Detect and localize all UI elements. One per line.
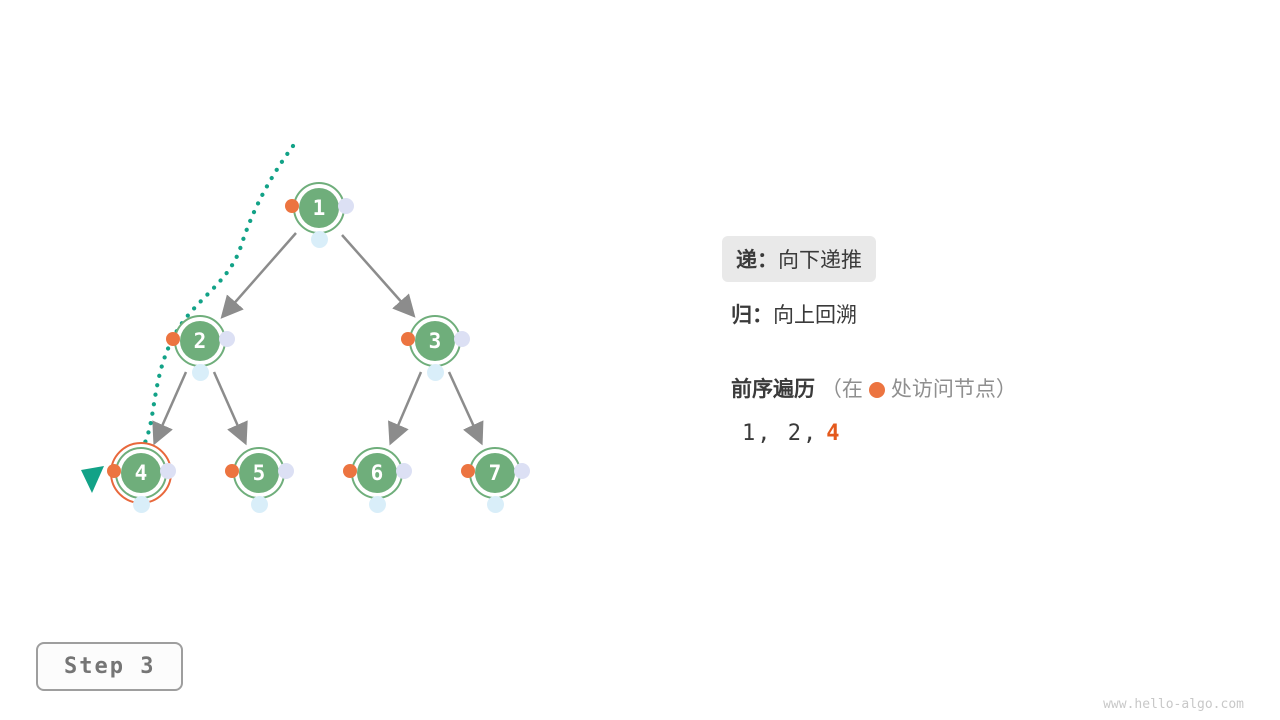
- tree-node-3: 3: [401, 315, 470, 381]
- bottom-dot-icon: [251, 496, 268, 513]
- backtrack-text: 向上回溯: [773, 304, 857, 327]
- tree-node-value: 4: [121, 453, 161, 493]
- visit-dot-icon: [225, 464, 239, 478]
- tree-edge: [341, 234, 416, 318]
- tree-edge: [152, 371, 188, 446]
- tree-edge: [220, 232, 297, 319]
- recurse-text: 向下递推: [778, 249, 862, 272]
- backtrack-label: 归：: [731, 304, 773, 327]
- sequence-current: 4: [826, 421, 842, 446]
- visit-dot-icon: [461, 464, 475, 478]
- watermark: www.hello-algo.com: [1103, 697, 1244, 712]
- tree-node-value: 5: [239, 453, 279, 493]
- traversal-note-close: 处访问节点）: [890, 378, 1017, 401]
- right-dot-icon: [219, 331, 235, 347]
- tree-edge: [388, 371, 423, 446]
- bottom-dot-icon: [311, 231, 328, 248]
- bottom-dot-icon: [427, 364, 444, 381]
- backtrack-row: 归：向上回溯: [722, 299, 1017, 329]
- right-dot-icon: [514, 463, 530, 479]
- bottom-dot-icon: [487, 496, 504, 513]
- recurse-label: 递：: [736, 249, 778, 272]
- sequence-row: 1, 2, 4: [722, 421, 1017, 446]
- traversal-note-open: （在: [820, 378, 863, 401]
- tree-node-5: 5: [225, 447, 294, 513]
- right-dot-icon: [160, 463, 176, 479]
- right-dot-icon: [396, 463, 412, 479]
- tree-node-value: 6: [357, 453, 397, 493]
- tree-node-value: 2: [180, 321, 220, 361]
- tree-node-1: 1: [285, 182, 354, 248]
- legend-panel: 递：向下递推 归：向上回溯 前序遍历 （在 处访问节点） 1, 2, 4: [722, 236, 1017, 446]
- tree-edge: [447, 371, 484, 446]
- visit-dot-icon: [401, 332, 415, 346]
- step-badge: Step 3: [36, 642, 184, 691]
- trace-arrowhead-icon: [81, 466, 104, 493]
- tree-node-2: 2: [166, 315, 235, 381]
- visit-dot-icon: [107, 464, 121, 478]
- tree-node-value: 1: [299, 188, 339, 228]
- visit-dot-icon: [166, 332, 180, 346]
- visit-marker-icon: [868, 382, 885, 398]
- tree-node-4-highlighted: 4: [107, 442, 176, 513]
- tree-edges: [152, 232, 484, 446]
- tree-node-6: 6: [343, 447, 412, 513]
- sequence-visited: 1, 2,: [742, 421, 819, 446]
- visit-dot-icon: [343, 464, 357, 478]
- right-dot-icon: [454, 331, 470, 347]
- traversal-title: 前序遍历: [731, 378, 815, 401]
- tree-edges-and-trace: [81, 143, 484, 493]
- tree-edge: [212, 371, 248, 446]
- recurse-row: 递：向下递推: [722, 236, 876, 282]
- bottom-dot-icon: [192, 364, 209, 381]
- visit-dot-icon: [285, 199, 299, 213]
- right-dot-icon: [278, 463, 294, 479]
- right-dot-icon: [338, 198, 354, 214]
- tree-node-value: 7: [475, 453, 515, 493]
- traversal-row: 前序遍历 （在 处访问节点）: [722, 373, 1017, 403]
- bottom-dot-icon: [369, 496, 386, 513]
- bottom-dot-icon: [133, 496, 150, 513]
- recursion-trace-path: [129, 143, 296, 465]
- tree-node-7: 7: [461, 447, 530, 513]
- tree-node-value: 3: [415, 321, 455, 361]
